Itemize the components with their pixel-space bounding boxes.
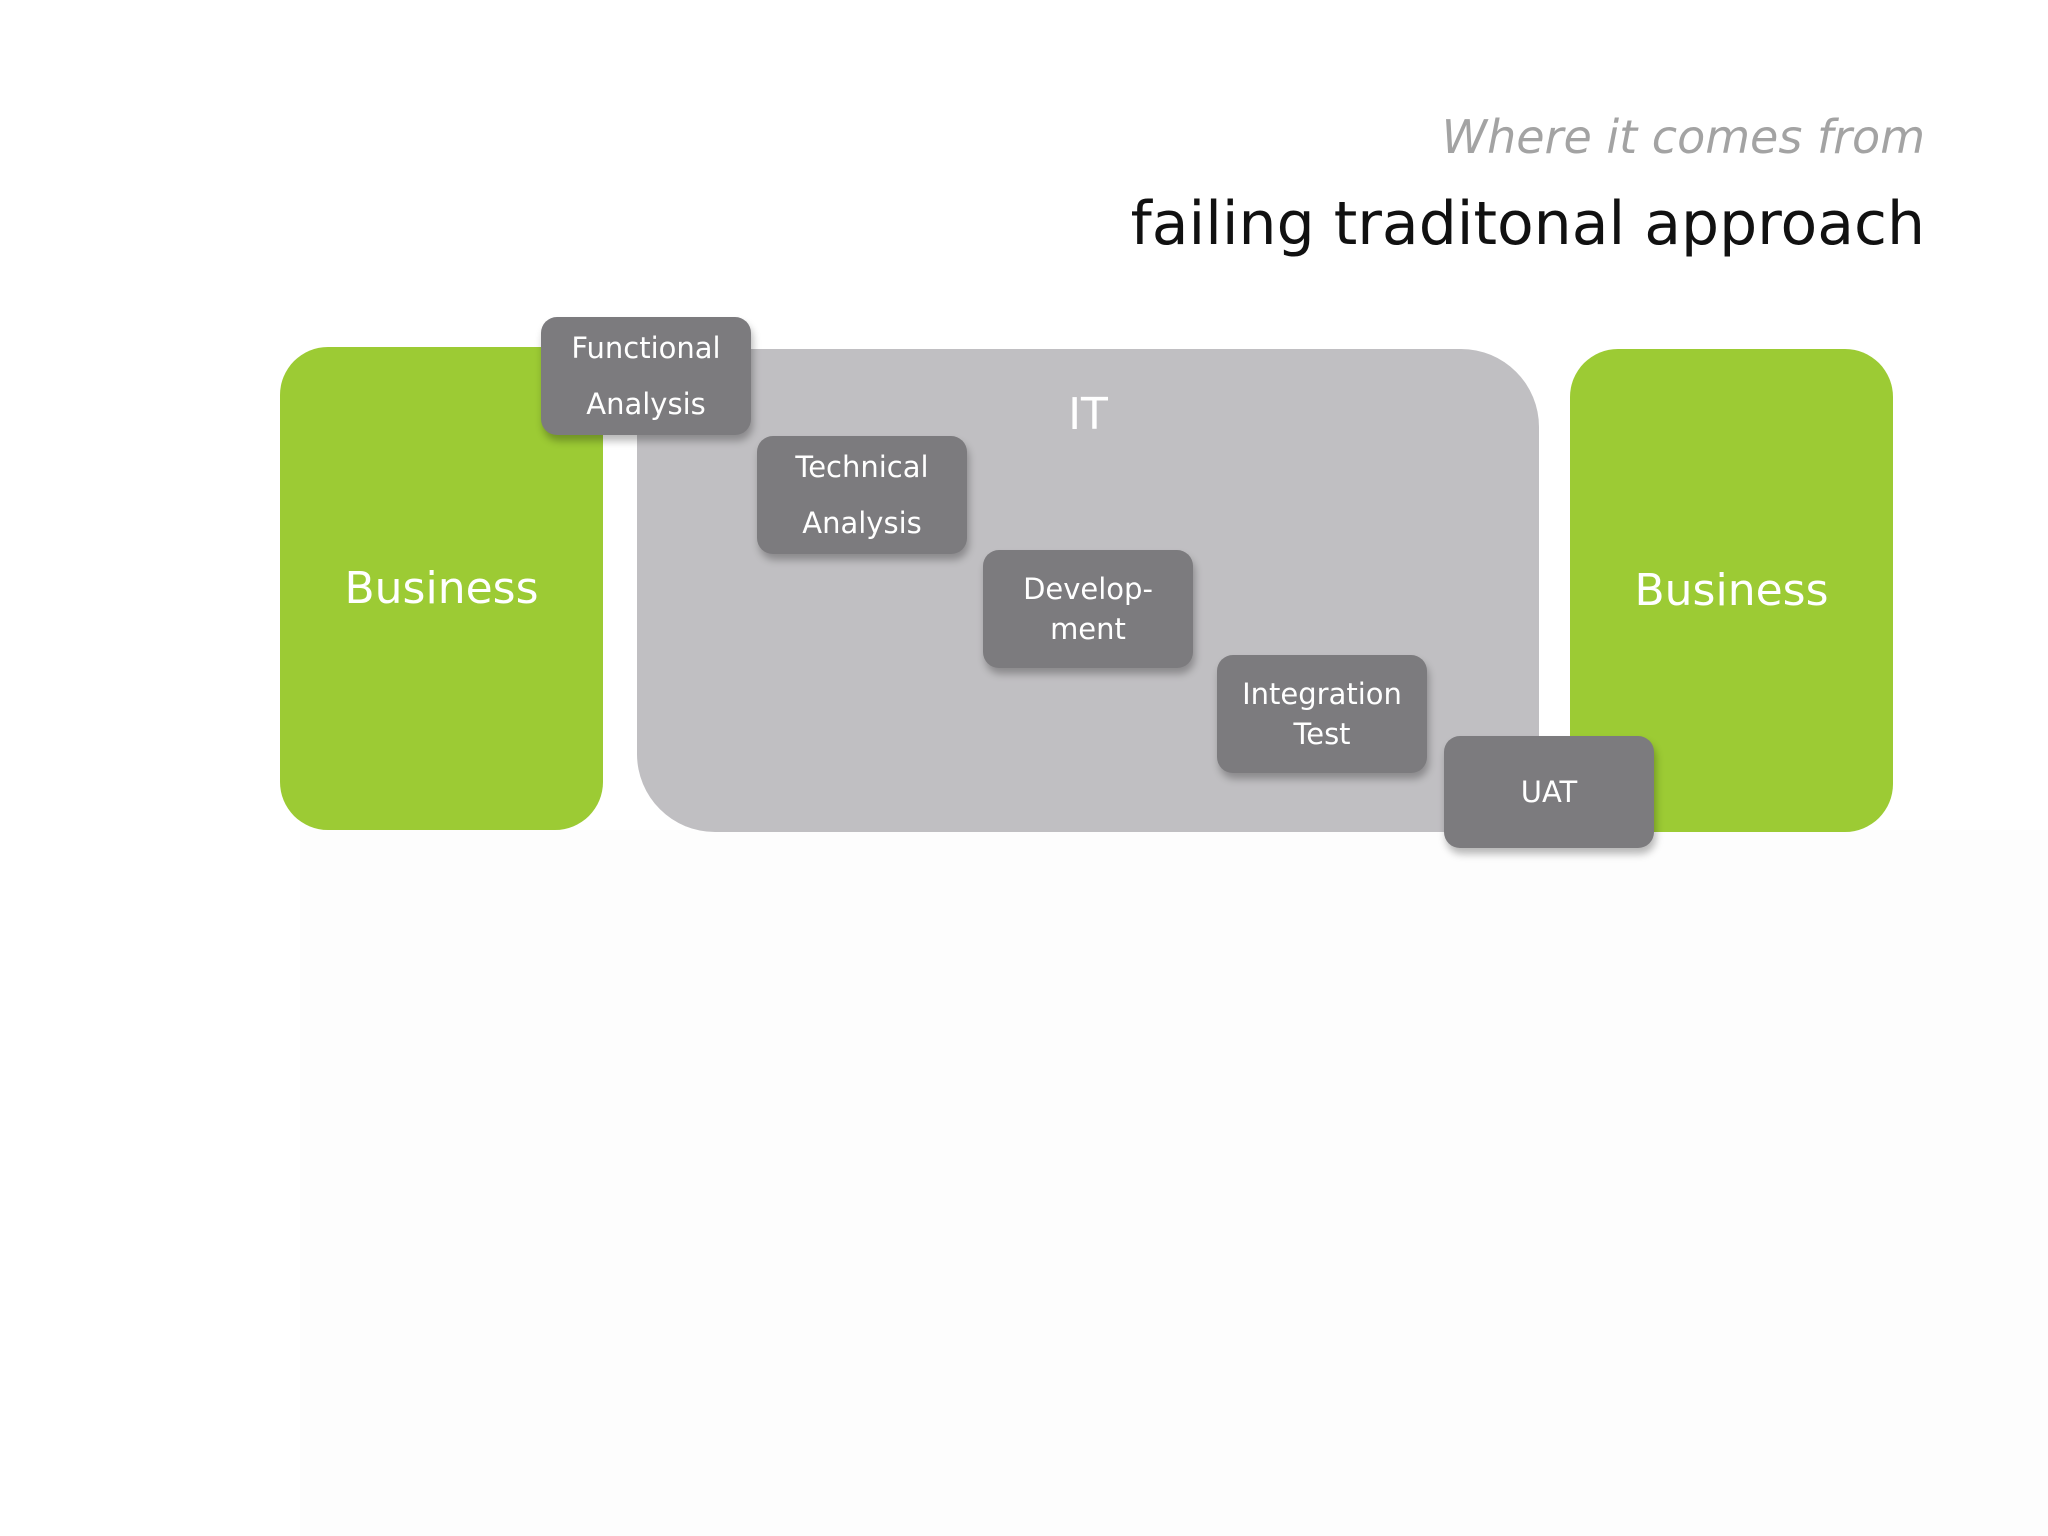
step-integration-test: Integration Test <box>1217 655 1427 773</box>
step-integration-test-line2: Test <box>1293 717 1351 751</box>
step-development-line2: ment <box>1050 612 1126 646</box>
step-functional-analysis-line1: Functional <box>571 331 721 365</box>
slide-title: failing traditonal approach <box>1130 189 1925 259</box>
step-functional-analysis-line2: Analysis <box>586 387 706 421</box>
step-integration-test-line1: Integration <box>1242 677 1402 711</box>
step-technical-analysis-line1: Technical <box>795 450 929 484</box>
step-technical-analysis-line2: Analysis <box>802 506 922 540</box>
background-panel <box>300 830 2048 1536</box>
it-block-label: IT <box>1068 389 1108 440</box>
step-functional-analysis: Functional Analysis <box>541 317 751 435</box>
business-block-left-label: Business <box>344 563 539 614</box>
step-development: Develop- ment <box>983 550 1193 668</box>
step-uat-line1: UAT <box>1520 775 1578 809</box>
step-development-line1: Develop- <box>1023 572 1153 606</box>
step-uat: UAT <box>1444 736 1654 848</box>
slide-subtitle: Where it comes from <box>1441 110 1925 164</box>
business-block-right-label: Business <box>1634 565 1829 616</box>
step-technical-analysis: Technical Analysis <box>757 436 967 554</box>
